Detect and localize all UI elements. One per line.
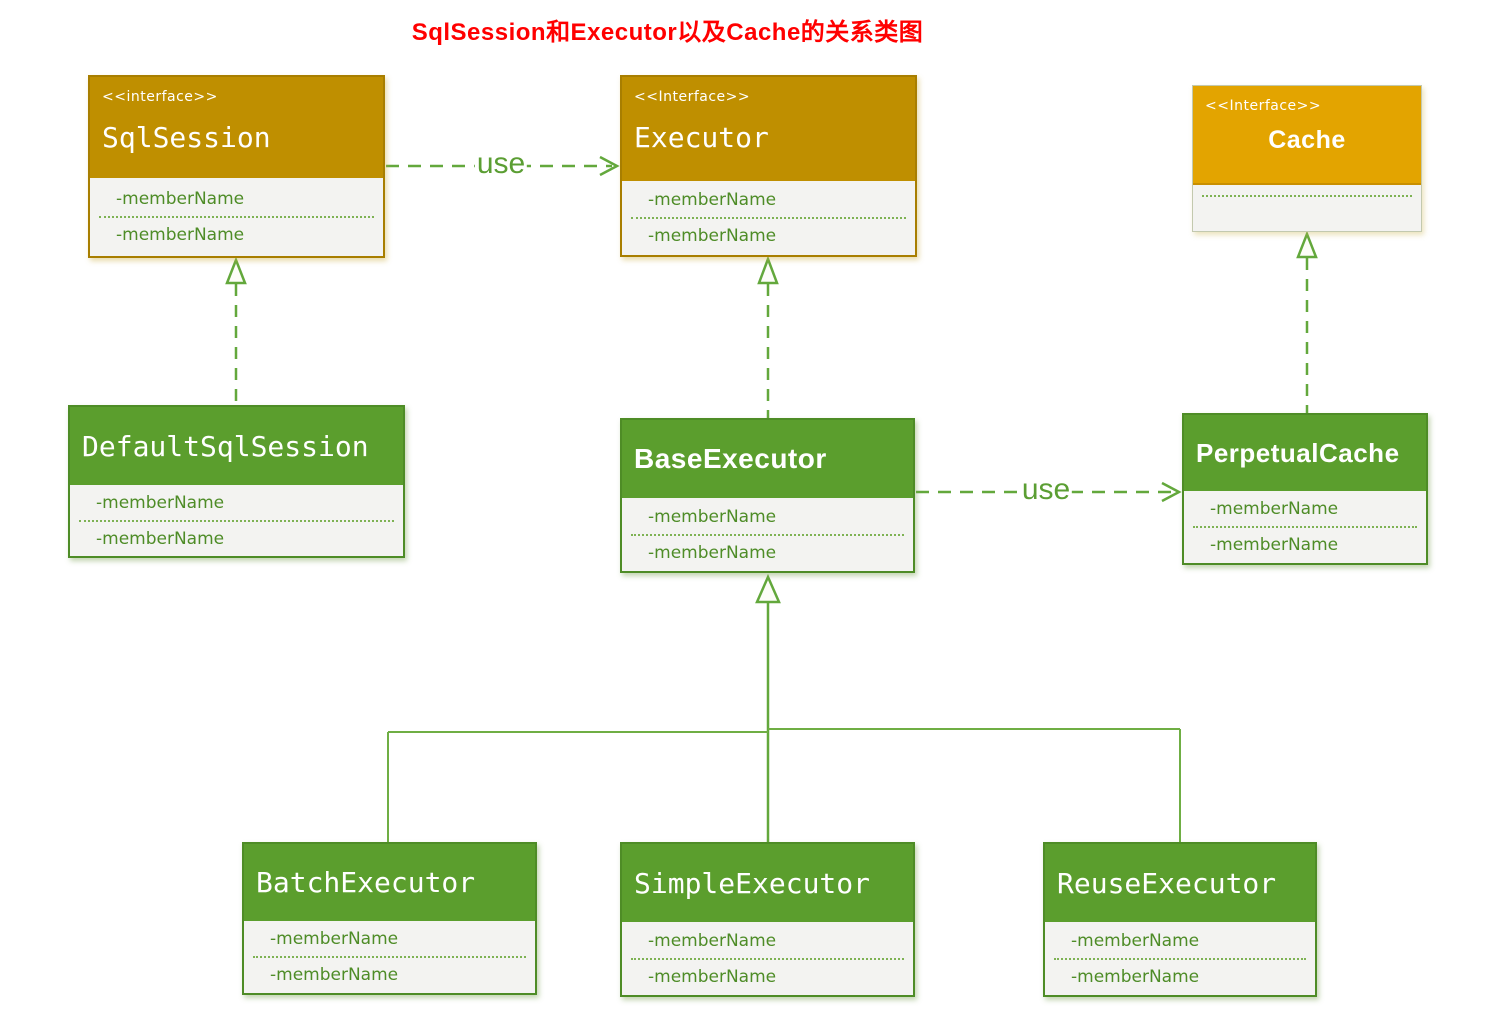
member-separator <box>253 956 526 958</box>
class-header: <<Interface>> Cache <box>1193 86 1421 185</box>
class-box-reuseexecutor: ReuseExecutor -memberName -memberName <box>1043 842 1317 997</box>
realization-edge-defaultsqlsession-sqlsession <box>225 256 247 405</box>
open-arrowhead-icon <box>1161 481 1182 503</box>
member-row: -memberName <box>648 966 777 987</box>
class-box-cache: <<Interface>> Cache <box>1192 85 1422 232</box>
member-row: -memberName <box>116 189 245 209</box>
hollow-triangle-icon <box>757 255 779 285</box>
class-header: <<interface>> SqlSession <box>90 77 383 178</box>
member-separator <box>631 217 906 219</box>
class-box-defaultsqlsession: DefaultSqlSession -memberName -memberNam… <box>68 405 405 558</box>
member-row: -memberName <box>1071 930 1200 951</box>
member-row: -memberName <box>96 528 225 549</box>
member-row: -memberName <box>648 190 777 210</box>
edge-label-use: use <box>1019 473 1073 507</box>
hollow-triangle-icon <box>755 573 781 604</box>
member-row: -memberName <box>270 965 399 985</box>
diagram-title: SqlSession和Executor以及Cache的关系类图 <box>411 19 924 46</box>
member-row: -memberName <box>648 930 777 951</box>
member-separator <box>79 519 394 522</box>
member-row: -memberName <box>270 929 399 949</box>
hollow-triangle-icon <box>1296 230 1318 259</box>
member-row: -memberName <box>1071 966 1200 987</box>
class-header: BatchExecutor <box>244 844 535 921</box>
class-members: -memberName -memberName <box>90 178 383 256</box>
stereotype-label: <<Interface>> <box>1205 98 1322 114</box>
class-name: ReuseExecutor <box>1057 866 1277 900</box>
class-box-sqlsession: <<interface>> SqlSession -memberName -me… <box>88 75 385 258</box>
class-name: BatchExecutor <box>256 866 476 899</box>
member-separator <box>1202 195 1412 197</box>
realization-edge-perpetualcache-cache <box>1296 230 1318 413</box>
class-name: SimpleExecutor <box>634 866 871 900</box>
class-name: Executor <box>634 121 769 154</box>
member-row: -memberName <box>1210 499 1339 519</box>
class-name: PerpetualCache <box>1196 437 1400 468</box>
class-box-executor: <<Interface>> Executor -memberName -memb… <box>620 75 917 257</box>
member-row: -memberName <box>116 225 245 245</box>
class-members: -memberName -memberName <box>70 485 403 556</box>
member-row: -memberName <box>648 506 777 527</box>
member-row: -memberName <box>648 542 777 563</box>
member-separator <box>631 957 904 960</box>
class-members: -memberName -memberName <box>1045 922 1315 995</box>
class-header: ReuseExecutor <box>1045 844 1315 922</box>
class-name: BaseExecutor <box>634 443 827 474</box>
class-header: SimpleExecutor <box>622 844 913 922</box>
class-header: PerpetualCache <box>1184 415 1426 491</box>
member-separator <box>1193 526 1417 528</box>
class-members: -memberName -memberName <box>622 922 913 995</box>
class-header: BaseExecutor <box>622 420 913 498</box>
member-row: -memberName <box>96 492 225 513</box>
class-box-batchexecutor: BatchExecutor -memberName -memberName <box>242 842 537 995</box>
class-box-perpetualcache: PerpetualCache -memberName -memberName <box>1182 413 1428 565</box>
class-header: <<Interface>> Executor <box>622 77 915 181</box>
class-members: -memberName -memberName <box>1184 491 1426 563</box>
class-members: -memberName -memberName <box>622 181 915 255</box>
generalization-edge-executors-baseexecutor <box>387 573 1181 842</box>
class-name: DefaultSqlSession <box>82 429 369 463</box>
class-members: -memberName -memberName <box>622 498 913 571</box>
class-name: SqlSession <box>102 121 271 154</box>
hollow-triangle-icon <box>225 256 247 285</box>
dependency-edge-baseexecutor-perpetualcache <box>916 481 1182 503</box>
edge-label-use: use <box>474 147 528 181</box>
member-separator <box>631 533 904 536</box>
class-name: Cache <box>1268 126 1346 154</box>
member-separator <box>99 216 374 218</box>
stereotype-label: <<Interface>> <box>634 89 751 105</box>
member-row: -memberName <box>1210 535 1339 555</box>
class-box-baseexecutor: BaseExecutor -memberName -memberName <box>620 418 915 573</box>
class-members: -memberName -memberName <box>244 921 535 993</box>
class-box-simpleexecutor: SimpleExecutor -memberName -memberName <box>620 842 915 997</box>
member-row: -memberName <box>648 226 777 246</box>
class-header: DefaultSqlSession <box>70 407 403 485</box>
member-separator <box>1054 957 1306 960</box>
class-members <box>1193 185 1421 231</box>
stereotype-label: <<interface>> <box>102 89 218 105</box>
realization-edge-baseexecutor-executor <box>757 255 779 418</box>
open-arrowhead-icon <box>599 155 620 177</box>
